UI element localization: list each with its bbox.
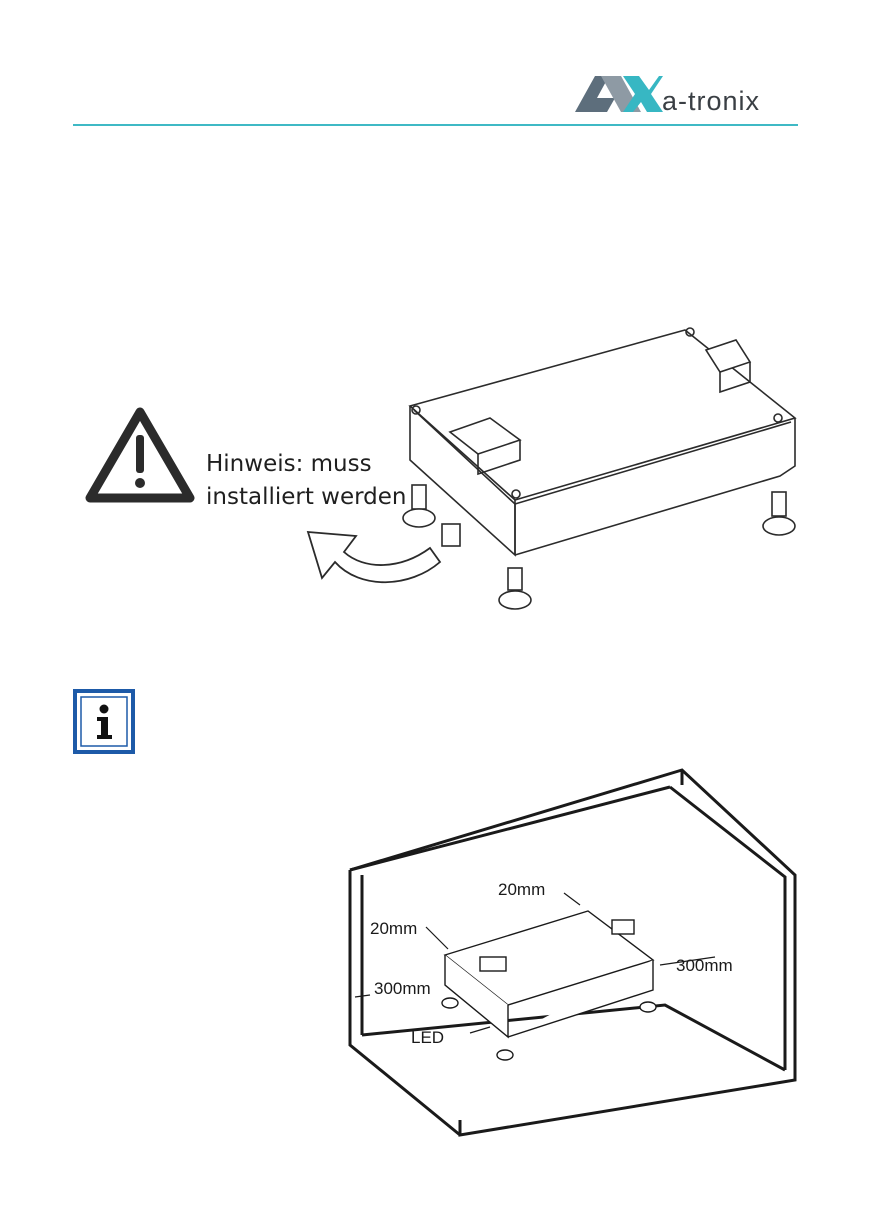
header-rule <box>73 124 798 126</box>
installation-note-line1: Hinweis: muss <box>206 448 407 481</box>
clearance-left-label: 20mm <box>370 919 417 939</box>
clearance-diagram <box>330 765 830 1145</box>
clearance-side-right-label: 300mm <box>676 956 733 976</box>
logo-wordmark: a-tronix <box>662 86 760 117</box>
installation-note: Hinweis: muss installiert werden <box>206 448 407 514</box>
info-icon <box>73 689 135 754</box>
led-label: LED <box>411 1028 444 1048</box>
base-installation-illustration <box>60 300 840 630</box>
installation-note-line2: installiert werden <box>206 481 407 514</box>
clearance-side-left-label: 300mm <box>374 979 431 999</box>
warning-triangle-icon <box>90 412 190 498</box>
clearance-top-label: 20mm <box>498 880 545 900</box>
